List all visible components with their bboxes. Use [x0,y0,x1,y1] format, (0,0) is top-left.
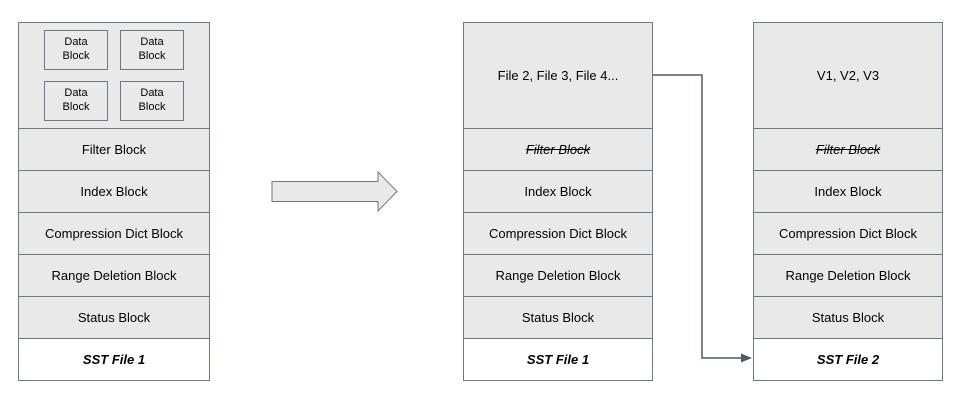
row-filter-block: Filter Block [463,128,653,171]
row-filter-block: Filter Block [753,128,943,171]
row-filter-block: Filter Block [18,128,210,171]
row-label: Compression Dict Block [45,226,183,241]
data-block: Data Block [44,30,108,70]
row-label: Compression Dict Block [489,226,627,241]
row-label: Range Deletion Block [495,268,621,283]
values-label: V1, V2, V3 [816,68,880,83]
file-name: SST File 1 [82,352,146,367]
file-name: SST File 1 [526,352,590,367]
data-block-label: Data Block [138,36,166,62]
row-index-block: Index Block [18,170,210,213]
row-compression-dict-block: Compression Dict Block [18,212,210,255]
row-compression-dict-block: Compression Dict Block [463,212,653,255]
merged-files-section: File 2, File 3, File 4... [463,22,653,129]
transform-block-arrow-icon [271,170,398,213]
sst-file-label: SST File 1 [18,338,210,381]
row-compression-dict-block: Compression Dict Block [753,212,943,255]
row-label: Filter Block [81,142,147,157]
row-range-deletion-block: Range Deletion Block [753,254,943,297]
row-label: Range Deletion Block [785,268,911,283]
row-index-block: Index Block [753,170,943,213]
data-block: Data Block [120,81,184,121]
row-status-block: Status Block [18,296,210,339]
row-range-deletion-block: Range Deletion Block [463,254,653,297]
row-status-block: Status Block [753,296,943,339]
row-label: Status Block [521,310,595,325]
row-index-block: Index Block [463,170,653,213]
data-block-label: Data Block [62,36,90,62]
file-name: SST File 2 [816,352,880,367]
row-status-block: Status Block [463,296,653,339]
row-label: Index Block [80,184,148,199]
data-blocks-grid: Data Block Data Block Data Block Data Bl… [44,30,184,121]
compaction-connector-line [653,74,741,359]
data-block: Data Block [120,30,184,70]
row-label: Range Deletion Block [51,268,177,283]
sst-file-2-stack: V1, V2, V3 Filter Block Index Block Comp… [753,22,943,381]
data-block-label: Data Block [62,87,90,113]
sst-file-label: SST File 1 [463,338,653,381]
row-label: Filter Block [525,142,591,157]
data-blocks-section: Data Block Data Block Data Block Data Bl… [18,22,210,129]
connector-arrowhead-icon [741,353,752,363]
row-label: Filter Block [815,142,881,157]
row-label: Status Block [811,310,885,325]
sst-file-1-after-stack: File 2, File 3, File 4... Filter Block I… [463,22,653,381]
row-label: Compression Dict Block [779,226,917,241]
row-label: Index Block [524,184,592,199]
values-section: V1, V2, V3 [753,22,943,129]
sst-file-1-before-stack: Data Block Data Block Data Block Data Bl… [18,22,210,381]
sst-file-label: SST File 2 [753,338,943,381]
merged-files-label: File 2, File 3, File 4... [497,68,619,83]
row-label: Index Block [814,184,882,199]
data-block-label: Data Block [138,87,166,113]
data-block: Data Block [44,81,108,121]
row-range-deletion-block: Range Deletion Block [18,254,210,297]
row-label: Status Block [77,310,151,325]
